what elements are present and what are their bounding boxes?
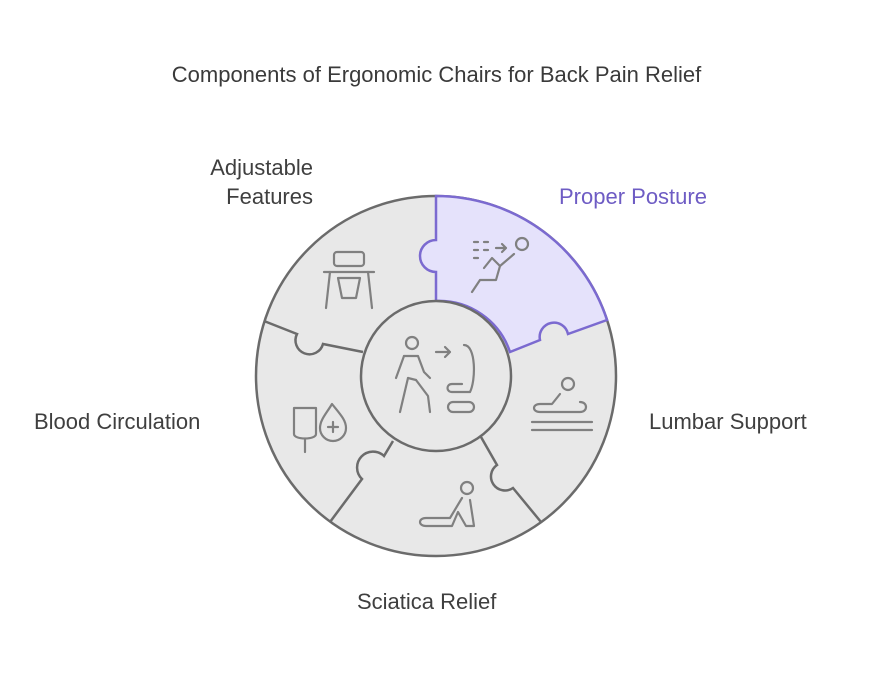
- label-adjustable-line2: Features: [226, 184, 313, 209]
- label-blood-circulation: Blood Circulation: [34, 409, 201, 434]
- diagram-title: Components of Ergonomic Chairs for Back …: [171, 62, 702, 87]
- center-circle: [359, 299, 513, 453]
- high-chair-icon: [322, 250, 376, 310]
- label-proper-posture: Proper Posture: [559, 184, 707, 209]
- person-walking-to-chair-icon: [394, 335, 476, 414]
- divider-lower-right: [479, 436, 542, 523]
- divider-lower-left: [328, 440, 395, 523]
- reclining-posture-icon: [470, 236, 530, 294]
- stretching-pose-icon: [418, 480, 476, 528]
- label-lumbar-support: Lumbar Support: [649, 409, 807, 434]
- label-adjustable-features: Adjustable Features: [210, 153, 313, 211]
- label-adjustable-line1: Adjustable: [210, 155, 313, 180]
- segment-proper-posture[interactable]: [418, 194, 609, 354]
- back-massage-icon: [530, 376, 594, 432]
- divider-left: [263, 319, 364, 356]
- label-sciatica-relief: Sciatica Relief: [357, 589, 497, 614]
- blood-drop-iv-bag-icon: [292, 402, 348, 454]
